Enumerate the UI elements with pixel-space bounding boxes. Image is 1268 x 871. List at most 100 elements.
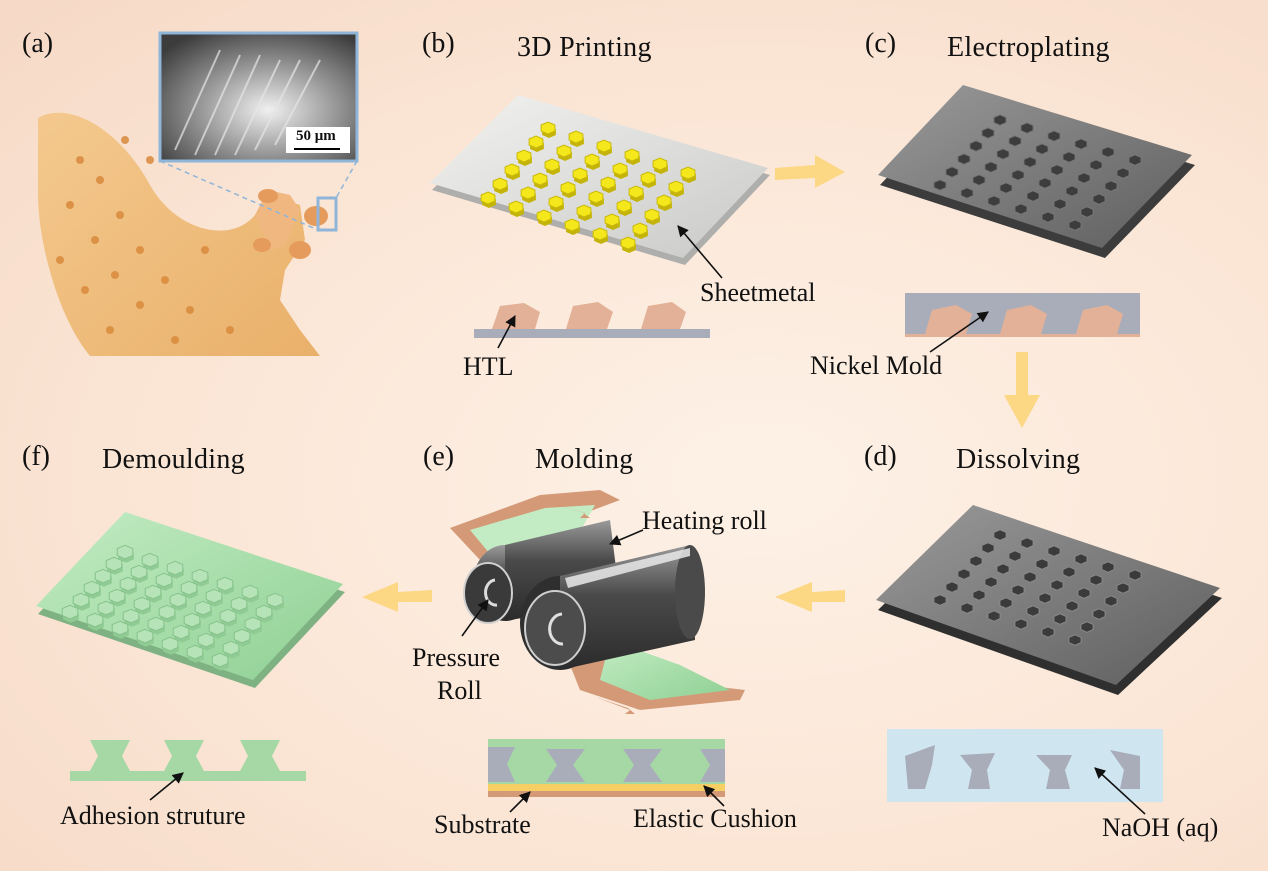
adhesion-bump <box>255 604 273 620</box>
adhesion-bump <box>166 560 184 576</box>
filled-cavity <box>1035 143 1049 155</box>
yellow-pillar <box>560 181 576 195</box>
label-roll: Roll <box>437 676 482 705</box>
mold-holes-filled <box>933 114 1142 231</box>
yellow-pillar <box>584 153 600 167</box>
yellow-pillar <box>536 209 552 223</box>
filled-cavity <box>993 114 1007 126</box>
adhesion-bump <box>116 544 134 560</box>
adhesion-bump <box>219 608 237 624</box>
yellow-pillar <box>596 139 612 153</box>
adhesion-bump <box>158 604 176 620</box>
filled-cavity <box>1053 198 1067 210</box>
yellow-pillar <box>564 218 580 232</box>
cavity <box>1026 605 1040 617</box>
filled-cavity <box>999 182 1013 194</box>
adhesion-bump <box>119 576 137 592</box>
cavity <box>945 581 959 593</box>
yellow-pillar <box>624 148 640 162</box>
yellow-pillar <box>516 149 532 163</box>
panel-title-c: Electroplating <box>947 32 1110 63</box>
arrow-e-to-f <box>362 582 432 612</box>
panel-title-f: Demoulding <box>102 444 245 475</box>
adhesion-bump <box>233 628 251 644</box>
yellow-pillar <box>656 194 672 208</box>
yellow-pillar <box>568 130 584 144</box>
cavity <box>933 594 947 606</box>
yellow-pillar <box>604 213 620 227</box>
cavity <box>1053 613 1067 625</box>
filled-cavity <box>969 140 983 152</box>
cavity <box>1092 608 1106 620</box>
adhesion-bump <box>105 556 123 572</box>
dissolved-mold-plate <box>876 505 1222 695</box>
adhesion-bump <box>191 568 209 584</box>
filled-cavity <box>933 179 947 191</box>
yellow-pillar <box>508 200 524 214</box>
htl-cross-section <box>474 302 710 338</box>
adhesion-bump <box>94 568 112 584</box>
cavity <box>1041 626 1055 638</box>
panel-label-b: (b) <box>422 28 455 59</box>
yellow-pillar <box>644 208 660 222</box>
cavity <box>1089 574 1103 586</box>
panel-label-c: (c) <box>865 28 897 59</box>
arrow-b-to-c <box>775 155 845 188</box>
label-heating-roll: Heating roll <box>642 506 767 535</box>
yellow-pillar <box>540 121 556 135</box>
label-naoh: NaOH (aq) <box>1102 813 1219 842</box>
filled-cavity <box>996 148 1010 160</box>
adhesion-bump <box>205 588 223 604</box>
molding-cross-section <box>488 739 725 797</box>
filled-cavity <box>1101 146 1115 158</box>
filled-cavity <box>972 174 986 186</box>
panel-title-d: Dissolving <box>956 444 1081 475</box>
cavity <box>1104 595 1118 607</box>
adhesion-bump <box>208 620 226 636</box>
yellow-pillar <box>504 163 520 177</box>
scale-bar-label: 50 μm <box>296 128 336 144</box>
cavity <box>1008 550 1022 562</box>
label-elastic-cushion: Elastic Cushion <box>633 804 797 833</box>
filled-cavity <box>1014 203 1028 215</box>
adhesion-bump <box>83 580 101 596</box>
yellow-pillar <box>632 222 648 236</box>
cavity <box>987 610 1001 622</box>
yellow-pillar <box>556 144 572 158</box>
yellow-pillar <box>592 227 608 241</box>
adhesion-bump <box>186 644 204 660</box>
adhesion-bumps <box>61 544 284 671</box>
adhesion-bump <box>197 632 215 648</box>
yellow-pillar <box>588 190 604 204</box>
yellow-pillar <box>548 195 564 209</box>
filled-cavity <box>945 166 959 178</box>
filled-cavity <box>1041 211 1055 223</box>
adhesion-bump <box>144 584 162 600</box>
filled-cavity <box>1128 154 1142 166</box>
printed-plate <box>430 95 770 265</box>
filled-cavity <box>1068 219 1082 231</box>
filled-cavity <box>1074 138 1088 150</box>
cavity <box>957 568 971 580</box>
cavity <box>1128 569 1142 581</box>
label-adhesion-structure: Adhesion struture <box>60 801 246 830</box>
cavity <box>1080 621 1094 633</box>
yellow-pillar <box>600 176 616 190</box>
adhesion-bump <box>183 612 201 628</box>
cavity <box>984 576 998 588</box>
cavity <box>1074 553 1088 565</box>
panel-title-b: 3D Printing <box>517 32 652 63</box>
yellow-pillar <box>572 167 588 181</box>
adhesion-bump <box>230 596 248 612</box>
yellow-pillar <box>640 171 656 185</box>
cavity <box>999 597 1013 609</box>
cavity <box>1068 634 1082 646</box>
adhesion-bump <box>266 592 284 608</box>
filled-cavity <box>960 187 974 199</box>
cavity <box>1065 600 1079 612</box>
cavity <box>996 563 1010 575</box>
cavity <box>1038 592 1052 604</box>
filled-cavity <box>1116 167 1130 179</box>
filled-cavity <box>1011 169 1025 181</box>
adhesion-cross-section <box>70 740 306 781</box>
